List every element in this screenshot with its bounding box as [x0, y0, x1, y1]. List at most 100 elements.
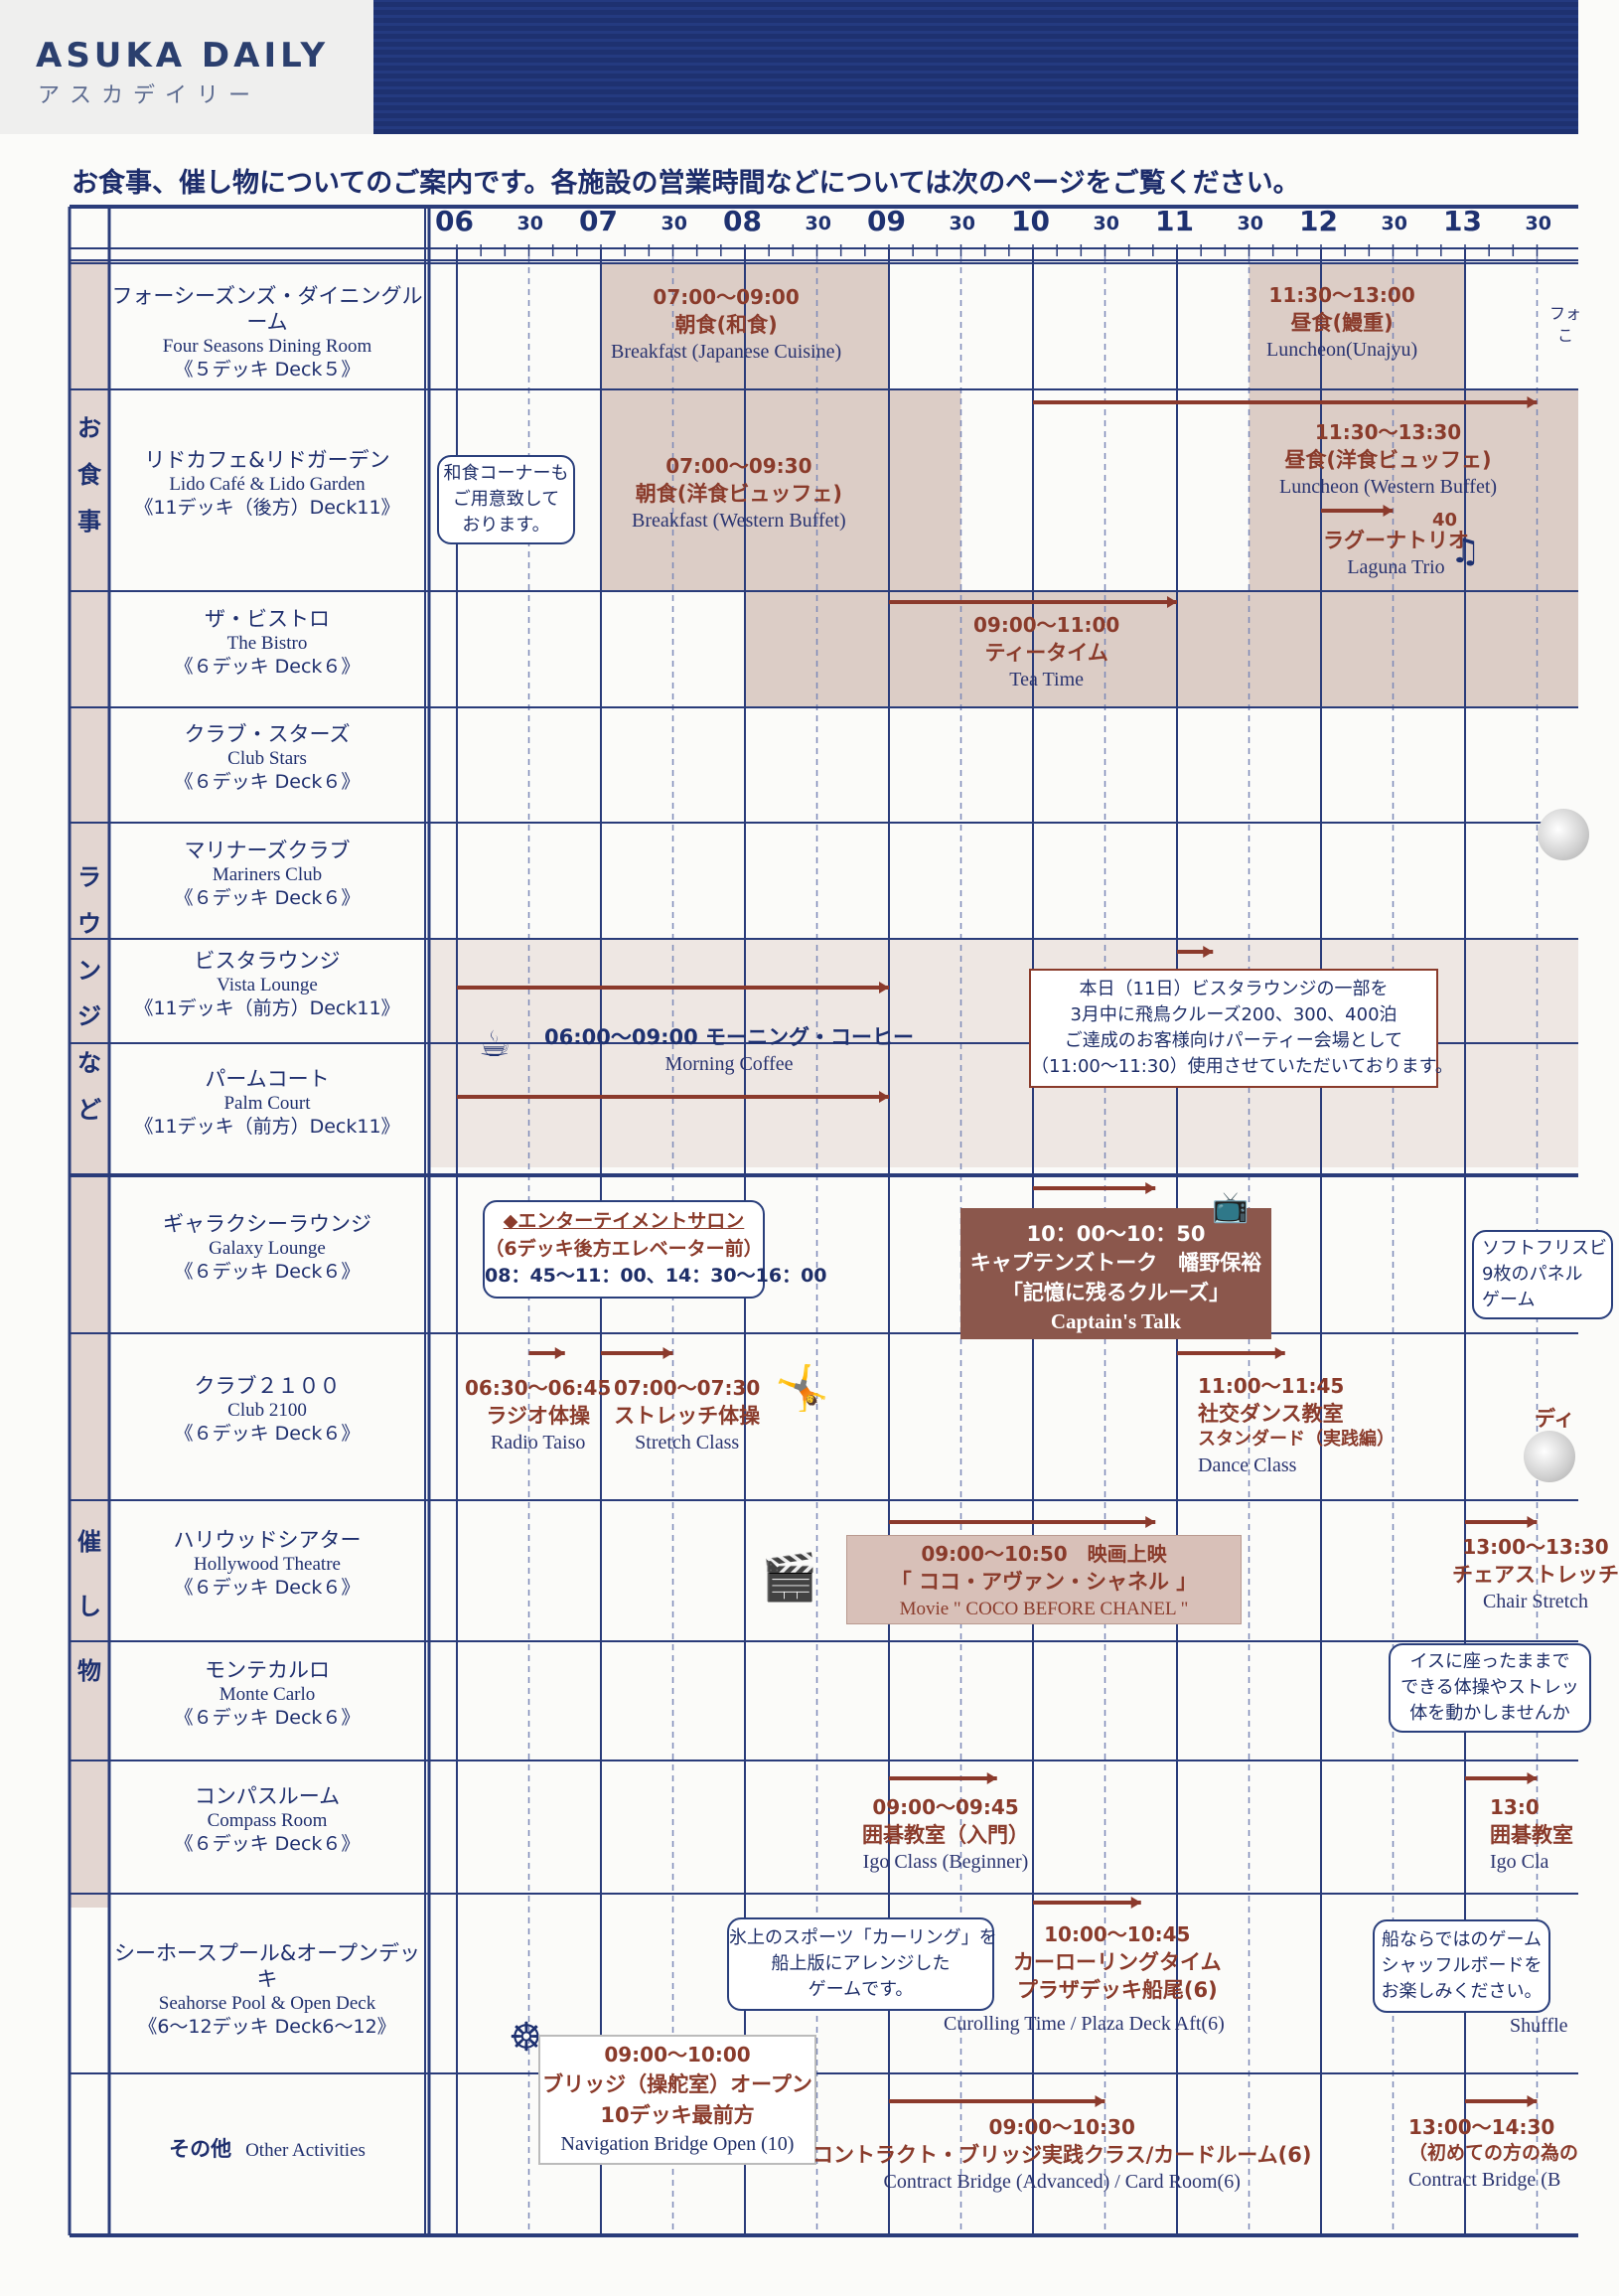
- category-lounge: ラウンジなど: [77, 863, 101, 1124]
- curling-bubble: 氷上のスポーツ「カーリング」を船上版にアレンジしたゲームです。: [727, 1917, 997, 2012]
- time-label-hour: 07: [579, 205, 618, 237]
- header-subtitle: アスカデイリー: [38, 83, 261, 108]
- header-title-block: ASUKA DAILY アスカデイリー: [0, 0, 373, 134]
- entertainment-salon: ◆エンターテイメントサロン（6デッキ後方エレベーター前）08：45〜11：00、…: [483, 1200, 827, 1299]
- time-label-hour: 06: [435, 205, 474, 237]
- music-note-icon: ♫: [1450, 532, 1481, 571]
- duration-arrowhead: [1167, 596, 1177, 608]
- movie-clapper-icon: 🎬: [761, 1550, 818, 1604]
- other-activities-label: その他 Other Activities: [169, 2137, 366, 2161]
- category-column-shade: [70, 260, 109, 1908]
- shuffleboard-bubble: 船ならではのゲームシャッフルボードをお楽しみください。: [1373, 1919, 1550, 2014]
- duration-arrowhead: [1527, 1516, 1538, 1528]
- bistro-block: [745, 591, 1578, 707]
- duration-arrowhead: [1383, 505, 1394, 517]
- time-label-half: 30: [1381, 213, 1407, 234]
- time-label-half: 30: [1237, 213, 1263, 234]
- fs-lunch-block: [1249, 263, 1465, 389]
- lido-bubble: 和食コーナーもご用意致しております。: [437, 455, 575, 545]
- binder-hole: [1524, 1431, 1575, 1482]
- intro-text: お食事、催し物についてのご案内です。各施設の営業時間などについては次のページをご…: [72, 168, 1300, 199]
- time-label-half: 30: [516, 213, 543, 234]
- duration-arrowhead: [1095, 2095, 1105, 2107]
- lido-lunch-block: [1249, 389, 1578, 591]
- time-label-half: 30: [661, 213, 687, 234]
- time-label-hour: 12: [1299, 205, 1338, 237]
- duration-arrowhead: [662, 1347, 673, 1359]
- duration-arrowhead: [1203, 946, 1214, 958]
- duration-arrowhead: [1145, 1182, 1156, 1194]
- duration-arrowhead: [554, 1347, 565, 1359]
- time-label-half: 30: [1525, 213, 1551, 234]
- movie-event: 09:00〜10:50 映画上映「 ココ・アヴァン・シャネル 」Movie " …: [846, 1535, 1242, 1624]
- duration-arrowhead: [1527, 1772, 1538, 1784]
- binder-hole: [1538, 809, 1589, 860]
- duration-arrowhead: [1527, 396, 1538, 408]
- time-label-hour: 11: [1155, 205, 1194, 237]
- duration-arrowhead: [879, 982, 889, 994]
- time-label-hour: 10: [1011, 205, 1050, 237]
- coffee-cup-icon: ☕: [479, 1024, 512, 1065]
- time-label-hour: 13: [1443, 205, 1482, 237]
- chair-stretch-bubble: イスに座ったままでできる体操やストレッ体を動かしませんか: [1389, 1643, 1591, 1734]
- duration-arrowhead: [1130, 1897, 1141, 1909]
- time-label-half: 30: [805, 213, 831, 234]
- category-events: 催し物: [77, 1528, 101, 1685]
- lido-breakfast-block: [601, 389, 961, 591]
- duration-arrowhead: [1527, 2095, 1538, 2107]
- duration-arrowhead: [986, 1772, 997, 1784]
- laguna-number: 40: [1432, 510, 1458, 531]
- time-label-hour: 09: [867, 205, 906, 237]
- category-dining: お食事: [77, 414, 101, 536]
- header-title: ASUKA DAILY: [36, 36, 330, 76]
- shuffleboard-cut: Shuffle: [1510, 2015, 1568, 2037]
- schedule-grid: [68, 205, 1578, 2237]
- club-cut-text: ディ: [1535, 1407, 1575, 1431]
- header-stripes: [373, 0, 1578, 134]
- time-label-hour: 08: [723, 205, 762, 237]
- curling-en: Curolling Time / Plaza Deck Aft(6): [944, 2013, 1225, 2035]
- duration-arrowhead: [1145, 1516, 1156, 1528]
- duration-arrowhead: [879, 1091, 889, 1103]
- tv-icon: 📺: [1212, 1190, 1250, 1225]
- stretch-figures-icon: 🤸: [775, 1363, 829, 1414]
- ship-wheel-icon: ☸: [509, 2015, 544, 2061]
- time-label-half: 30: [949, 213, 975, 234]
- time-label-half: 30: [1093, 213, 1119, 234]
- fs-cut-text: フォこ: [1549, 304, 1582, 345]
- duration-arrowhead: [1274, 1347, 1285, 1359]
